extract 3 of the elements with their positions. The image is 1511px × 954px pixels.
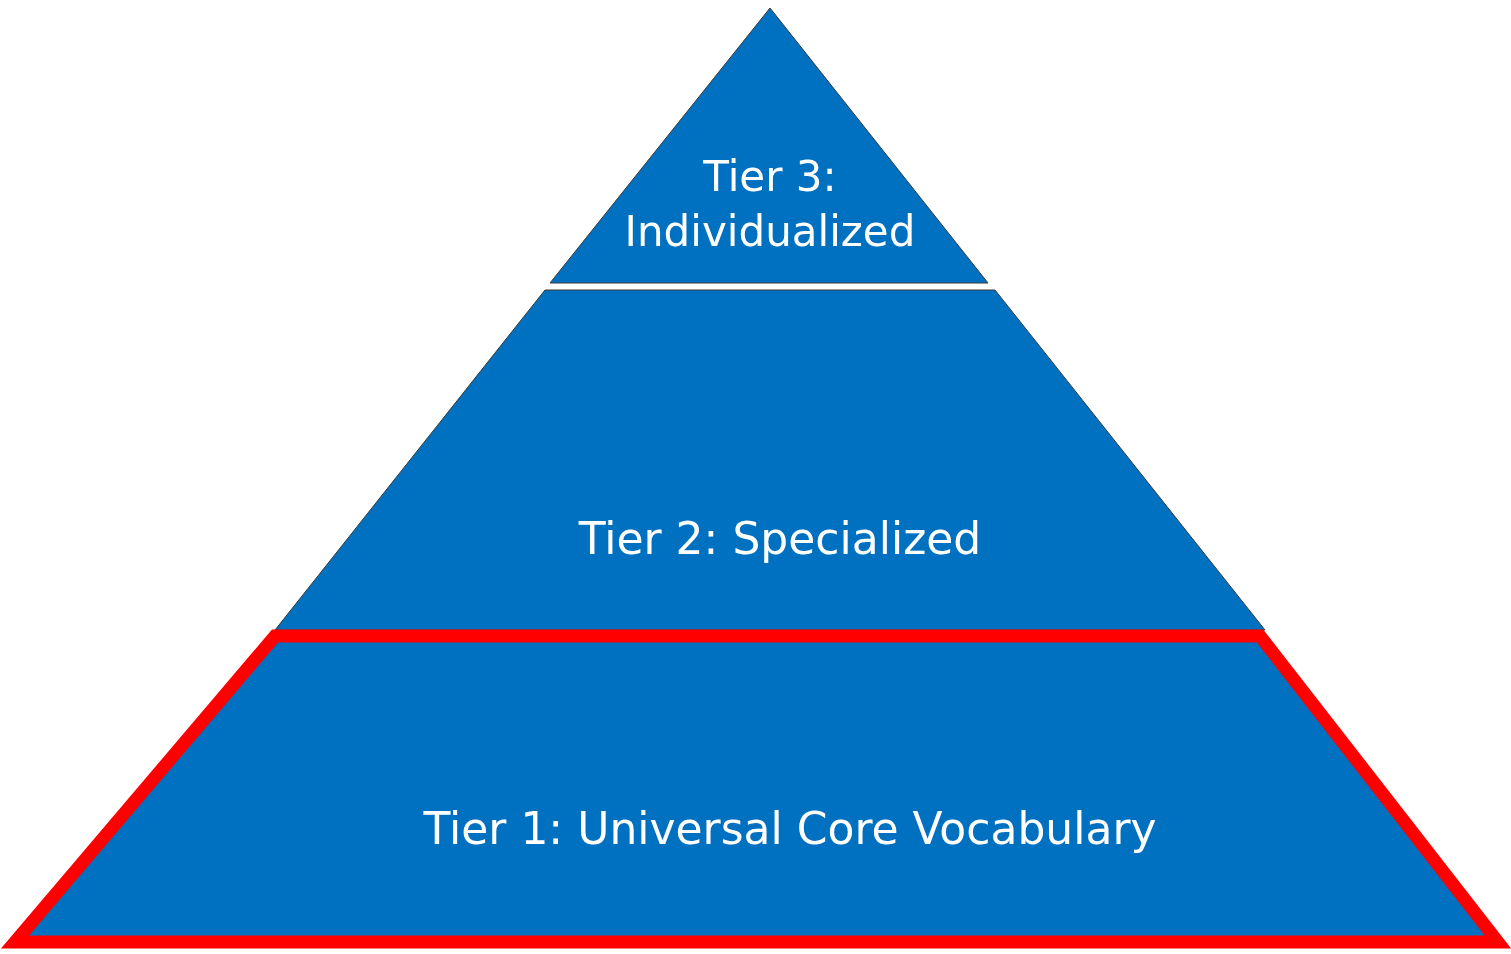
tier-label: Tier 1: Universal Core Vocabulary xyxy=(422,802,1158,856)
tier-label: Tier 2: Specialized xyxy=(577,512,983,566)
tier-label: Tier 3: Individualized xyxy=(623,151,917,258)
